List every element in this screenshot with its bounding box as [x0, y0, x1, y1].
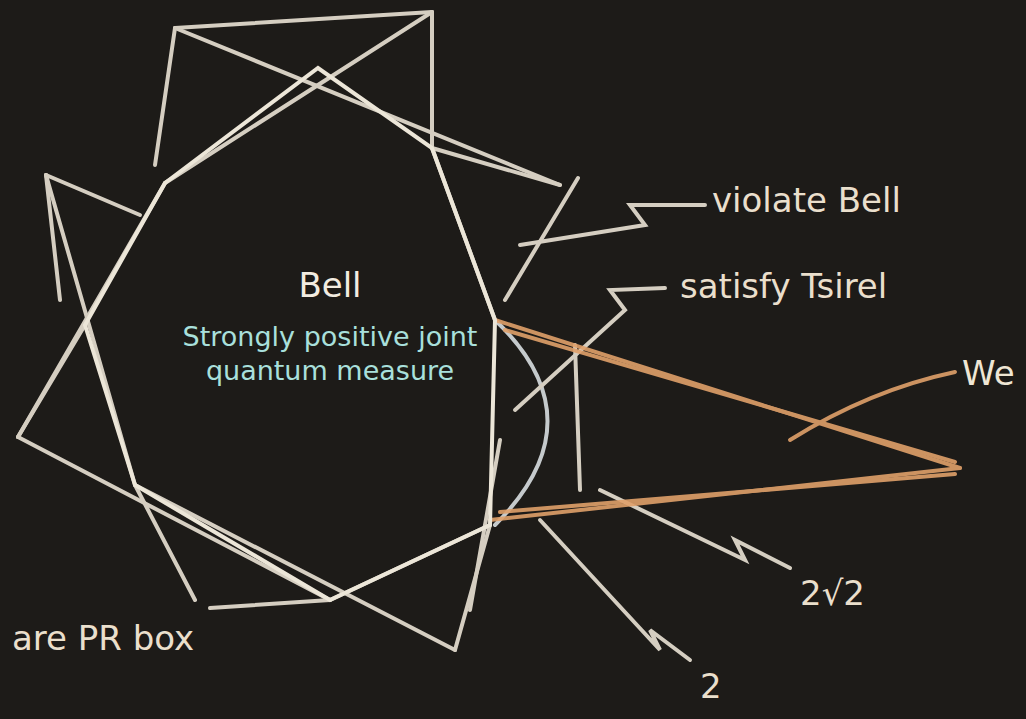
- annotation: We: [962, 355, 1015, 392]
- region-title: Bell: [180, 265, 480, 306]
- region-note: Strongly positive joint quantum measure: [180, 320, 480, 388]
- annotation: are PR box: [12, 620, 194, 657]
- annotation: violate Bell: [712, 182, 901, 219]
- annotation: satisfy Tsirel: [680, 268, 887, 305]
- node-text-group: BellStrongly positive joint quantum meas…: [180, 265, 480, 387]
- bound-value: 2: [700, 668, 722, 705]
- bound-value: 2√2: [800, 575, 865, 612]
- bell-polytope: BellStrongly positive joint quantum meas…: [80, 60, 500, 605]
